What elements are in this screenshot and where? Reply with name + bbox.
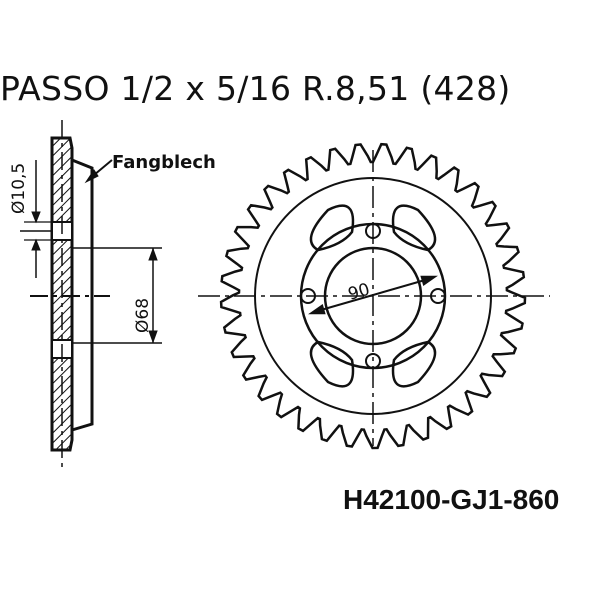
sprocket-front-view xyxy=(198,142,550,450)
bolt-hole-dim-label: Ø10,5 xyxy=(9,163,29,214)
pitch-spec-title: PASSO 1/2 x 5/16 R.8,51 (428) xyxy=(0,69,511,108)
sprocket-teeth-outline xyxy=(219,142,527,450)
bore-dim-label: Ø68 xyxy=(133,298,153,333)
lightening-windows xyxy=(309,204,437,388)
fangblech-label: Fangblech xyxy=(112,152,216,173)
side-view: Ø10,5 Ø68 xyxy=(9,120,162,470)
mud-guard-plate xyxy=(71,158,94,432)
bolt-hole-dimension xyxy=(20,160,52,278)
bolt-circle-dim-label: 90 xyxy=(346,280,372,305)
bolt-circle-dim-line xyxy=(313,277,433,313)
part-number: H42100-GJ1-860 xyxy=(343,484,560,515)
bore-dimension xyxy=(72,247,162,344)
